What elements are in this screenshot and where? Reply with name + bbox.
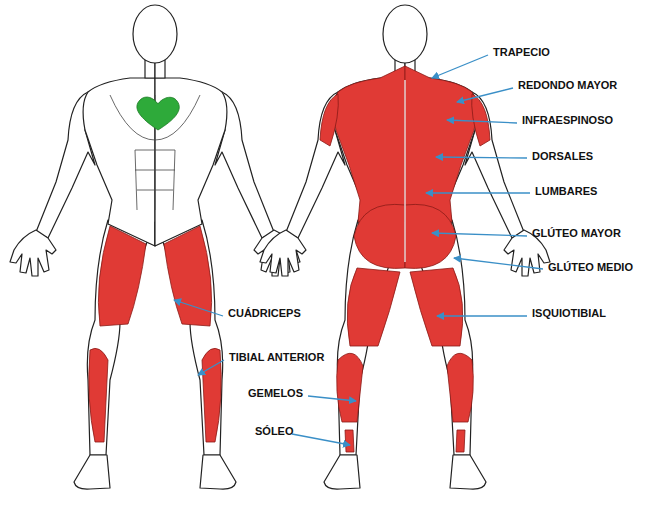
muscle-label: ISQUIOTIBIAL	[532, 307, 606, 320]
muscle-label: SÓLEO	[255, 425, 294, 438]
muscle-label: CUÁDRICEPS	[228, 307, 301, 320]
muscle-label: TIBIAL ANTERIOR	[229, 351, 324, 364]
muscle-label: LUMBARES	[535, 185, 597, 198]
muscle-label: REDONDO MAYOR	[518, 79, 617, 92]
muscle-label: GLÚTEO MEDIO	[548, 261, 633, 274]
muscle-label: GEMELOS	[248, 387, 303, 400]
muscle-label: INFRAESPINOSO	[522, 114, 613, 127]
muscle-label: GLÚTEO MAYOR	[532, 227, 621, 240]
muscle-label: TRAPECIO	[493, 46, 550, 59]
muscle-label: DORSALES	[532, 150, 593, 163]
